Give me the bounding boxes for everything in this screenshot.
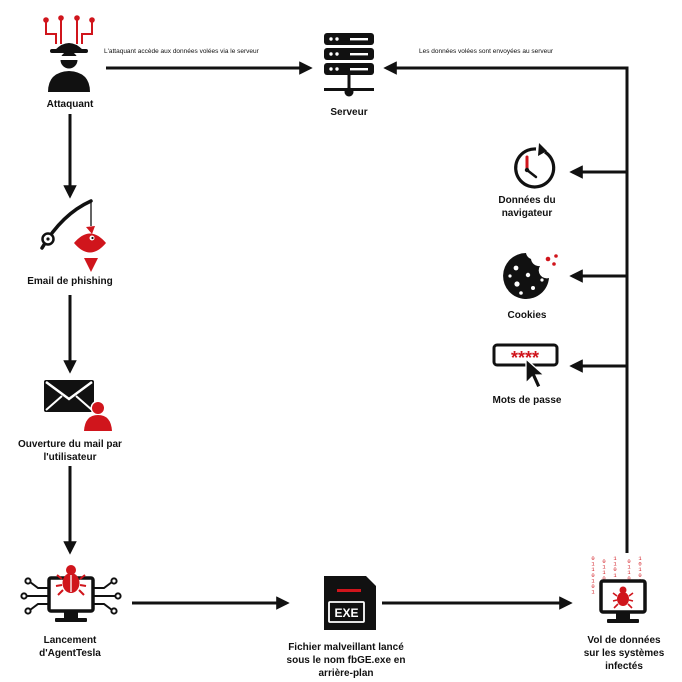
data-theft-label-line3: infectés <box>605 661 643 672</box>
malware-chip-icon <box>20 565 122 622</box>
data-theft-label-line1: Vol de données <box>587 635 661 646</box>
bug-icon <box>612 586 634 609</box>
passwords-label-text: Mots de passe <box>492 395 562 406</box>
password-field-icon: **** <box>492 343 559 389</box>
attacker-label: Attaquant <box>20 98 120 111</box>
cookies-label: Cookies <box>477 309 577 322</box>
infected-monitor-icon: 01101010110011101011010011010110 <box>591 555 647 623</box>
envelope-user-icon <box>44 380 112 431</box>
malicious-file-label-line2: sous le nom fbGE.exe en <box>286 655 406 666</box>
browser-data-label: Données du navigateur <box>477 194 577 220</box>
data-theft-label: Vol de données sur les systèmes infectés <box>568 634 680 673</box>
edge-label-theft-to-server: Les données volées sont envoyées au serv… <box>419 48 554 55</box>
passwords-label: Mots de passe <box>472 394 582 407</box>
open-mail-label: Ouverture du mail par l'utilisateur <box>0 438 140 464</box>
arrow-theft-to-server <box>383 61 629 553</box>
server-icon <box>324 33 374 97</box>
server-label-text: Serveur <box>330 107 368 118</box>
fishing-rod-icon <box>40 199 106 272</box>
agenttesla-label-line2: d'AgentTesla <box>39 648 101 659</box>
password-mask: **** <box>511 348 539 368</box>
hacker-icon <box>43 15 95 92</box>
malicious-file-label-line3: arrière-plan <box>318 668 374 679</box>
server-label: Serveur <box>299 106 399 119</box>
connectors <box>63 61 629 610</box>
cookies-label-text: Cookies <box>507 310 547 321</box>
attacker-label-text: Attaquant <box>46 99 94 110</box>
cookie-icon <box>503 253 558 299</box>
agenttesla-label: Lancement d'AgentTesla <box>10 634 130 660</box>
exe-file-icon: EXE <box>324 576 376 630</box>
open-mail-label-line2: l'utilisateur <box>43 452 97 463</box>
phishing-label-text: Email de phishing <box>27 276 113 287</box>
phishing-label: Email de phishing <box>5 275 135 288</box>
agenttesla-label-line1: Lancement <box>43 635 97 646</box>
open-mail-label-line1: Ouverture du mail par <box>18 439 122 450</box>
malicious-file-label-line1: Fichier malveillant lancé <box>288 642 404 653</box>
browser-data-label-line2: navigateur <box>501 208 553 219</box>
exe-label: EXE <box>334 606 358 620</box>
edge-label-attacker-to-server: L'attaquant accède aux données volées vi… <box>104 48 259 55</box>
data-theft-label-line2: sur les systèmes <box>583 648 665 659</box>
history-clock-icon <box>514 143 556 189</box>
browser-data-label-line1: Données du <box>498 195 556 206</box>
malicious-file-label: Fichier malveillant lancé sous le nom fb… <box>270 641 422 680</box>
bug-icon <box>55 565 87 596</box>
